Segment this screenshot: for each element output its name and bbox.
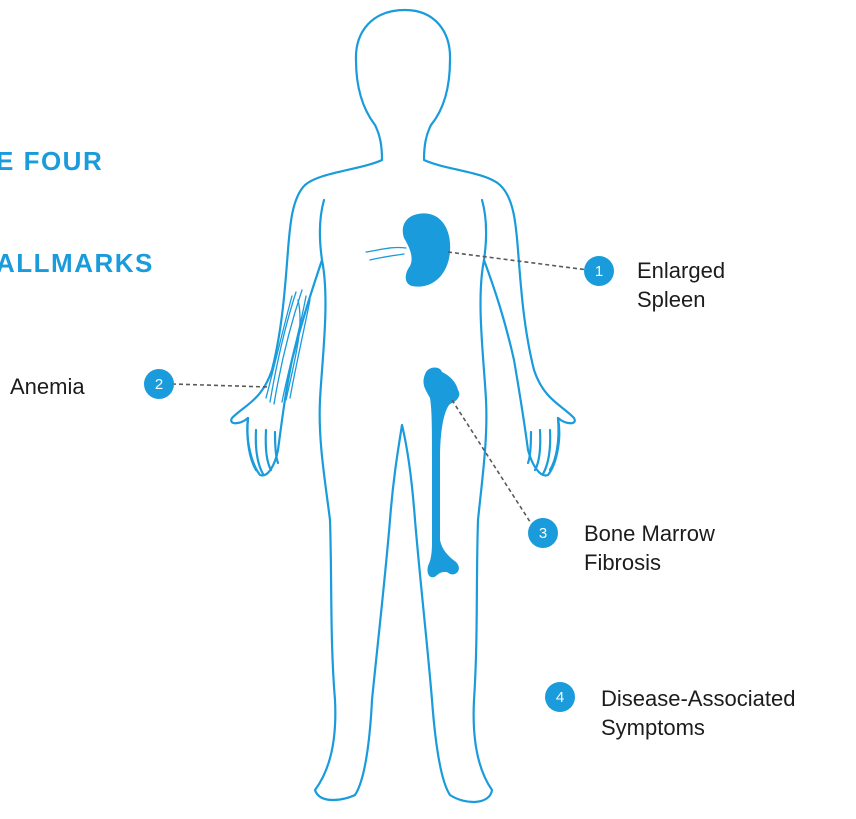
hallmark-4-number: 4 [556,689,564,706]
hallmark-2-label: Anemia [10,372,85,401]
human-body-outline [231,10,575,802]
hallmark-4-label: Disease-Associated Symptoms [601,684,795,742]
hallmark-3-label-line-2: Fibrosis [584,548,715,577]
hallmark-3-label-line-1: Bone Marrow [584,519,715,548]
leader-line-3 [452,400,534,528]
hallmark-1-number: 1 [595,263,603,280]
hallmark-2-badge: 2 [144,369,174,399]
spleen-icon [403,213,450,286]
hallmark-4-badge: 4 [545,682,575,712]
hallmark-1-badge: 1 [584,256,614,286]
hallmark-2-number: 2 [155,376,163,393]
leader-line-2 [172,384,268,387]
hallmark-4-label-line-2: Symptoms [601,713,795,742]
hallmark-1-label-line-2: Spleen [637,285,725,314]
femur-bone-icon [423,368,459,578]
hallmark-4-label-line-1: Disease-Associated [601,684,795,713]
hallmark-2-label-line-1: Anemia [10,372,85,401]
hallmark-3-badge: 3 [528,518,558,548]
hallmark-3-label: Bone Marrow Fibrosis [584,519,715,577]
hallmark-3-number: 3 [539,525,547,542]
hallmark-1-label: Enlarged Spleen [637,256,725,314]
hallmark-1-label-line-1: Enlarged [637,256,725,285]
